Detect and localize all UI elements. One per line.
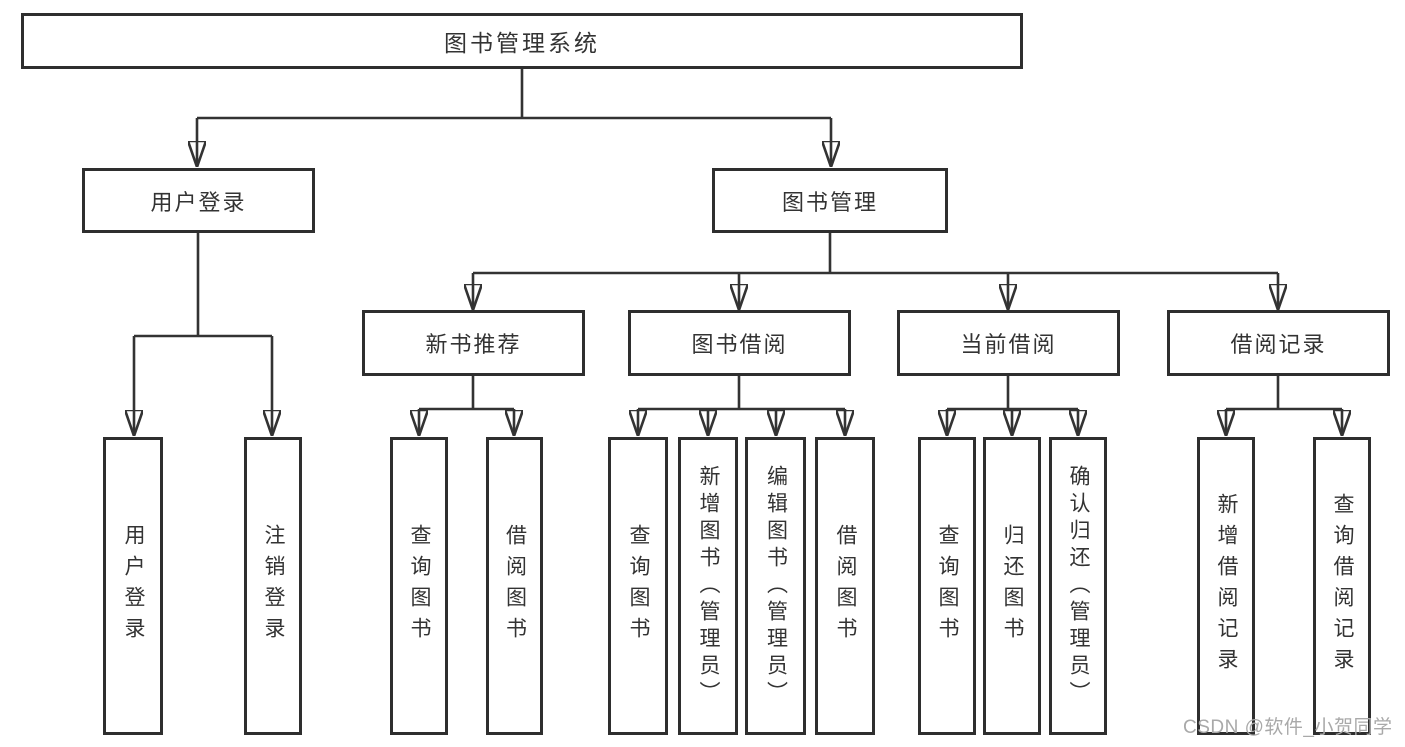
node-book-borrow: 图书借阅: [628, 310, 851, 376]
node-user-login-label: 用户登录: [150, 189, 247, 215]
node-root-label: 图书管理系统: [444, 30, 600, 56]
leaf-borrow-edit: 编辑图书（管理员）: [745, 437, 806, 735]
leaf-borrow-edit-label: 编辑图书（管理员）: [764, 464, 788, 708]
node-book-mgmt-label: 图书管理: [781, 189, 878, 215]
leaf-current-query-label: 查询图书: [936, 524, 960, 648]
leaf-newbook-borrow-label: 借阅图书: [503, 524, 527, 648]
node-current-borrow: 当前借阅: [897, 310, 1120, 376]
node-current-borrow-label: 当前借阅: [960, 332, 1057, 357]
leaf-logout-label: 注销登录: [262, 524, 286, 648]
node-book-borrow-label: 图书借阅: [691, 332, 788, 357]
csdn-watermark: CSDN @软件_小贺同学: [1183, 717, 1393, 738]
leaf-borrow-query-label: 查询图书: [627, 524, 651, 648]
node-borrow-records: 借阅记录: [1167, 310, 1390, 376]
leaf-newbook-borrow: 借阅图书: [486, 437, 543, 735]
leaf-user-login: 用户登录: [103, 437, 163, 735]
leaf-newbook-query: 查询图书: [390, 437, 448, 735]
connector-borrow-records-children: [1226, 376, 1342, 435]
leaf-records-add: 新增借阅记录: [1197, 437, 1255, 735]
leaf-current-return-label: 归还图书: [1001, 524, 1025, 648]
node-root: 图书管理系统: [21, 13, 1023, 69]
node-new-book-rec-label: 新书推荐: [425, 332, 522, 357]
leaf-borrow-query: 查询图书: [608, 437, 668, 735]
node-user-login: 用户登录: [82, 168, 315, 233]
leaf-borrow-borrow: 借阅图书: [815, 437, 875, 735]
leaf-borrow-borrow-label: 借阅图书: [834, 524, 858, 648]
connector-new-book-children: [419, 376, 514, 435]
leaf-records-query: 查询借阅记录: [1313, 437, 1371, 735]
connector-user-login-children: [134, 233, 272, 435]
leaf-user-login-label: 用户登录: [122, 524, 146, 648]
leaf-current-confirm-label: 确认归还（管理员）: [1067, 464, 1091, 708]
node-new-book-rec: 新书推荐: [362, 310, 585, 376]
leaf-newbook-query-label: 查询图书: [408, 524, 432, 648]
leaf-current-return: 归还图书: [983, 437, 1041, 735]
leaf-records-query-label: 查询借阅记录: [1331, 493, 1355, 679]
leaf-current-query: 查询图书: [918, 437, 976, 735]
node-borrow-records-label: 借阅记录: [1230, 332, 1327, 357]
node-book-mgmt: 图书管理: [712, 168, 948, 233]
connector-root-to-level2: [197, 69, 831, 166]
leaf-current-confirm: 确认归还（管理员）: [1049, 437, 1107, 735]
connector-book-mgmt-to-level3: [473, 232, 1278, 309]
leaf-borrow-add: 新增图书（管理员）: [678, 437, 738, 735]
leaf-records-add-label: 新增借阅记录: [1215, 493, 1239, 679]
leaf-logout: 注销登录: [244, 437, 302, 735]
leaf-borrow-add-label: 新增图书（管理员）: [697, 464, 721, 708]
connector-book-borrow-children: [638, 376, 845, 435]
connector-current-borrow-children: [947, 376, 1078, 435]
